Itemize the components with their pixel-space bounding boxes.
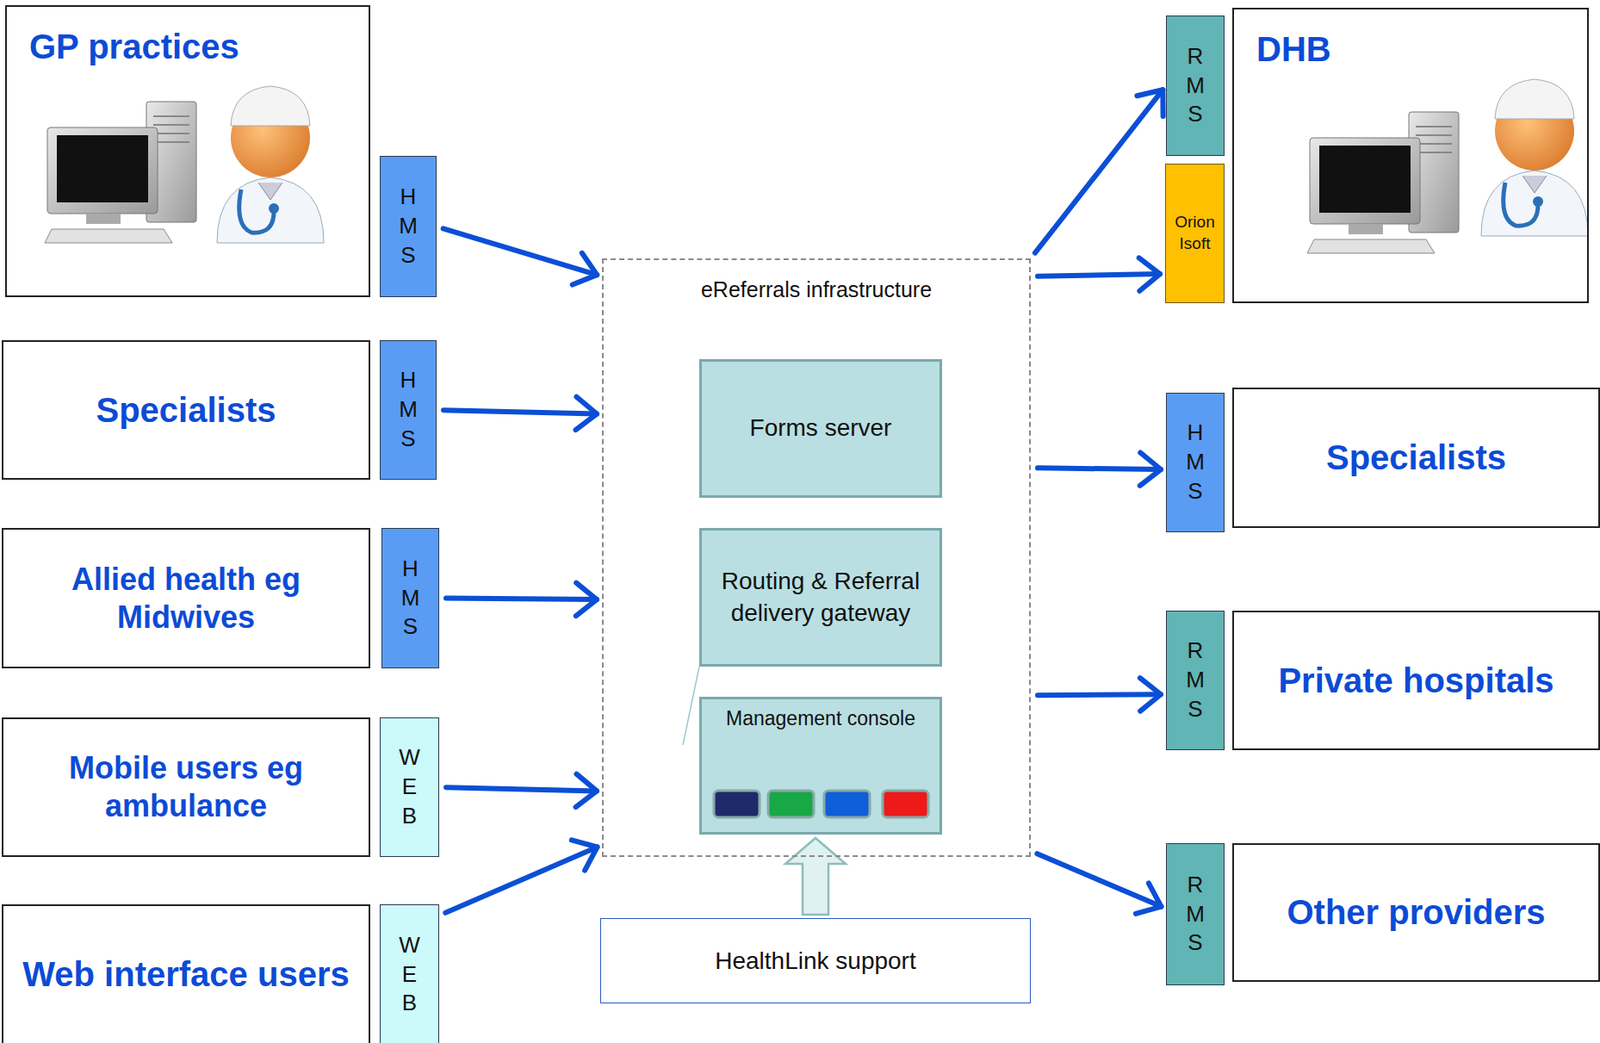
flow-arrow bbox=[446, 582, 597, 616]
destination-box: Specialists bbox=[1232, 387, 1600, 528]
doctor-icon bbox=[217, 86, 324, 243]
destination-box: Other providers bbox=[1232, 843, 1600, 982]
service-box: Forms server bbox=[699, 359, 943, 498]
node-label: GP practices bbox=[29, 25, 240, 68]
source-box: Allied health eg Midwives bbox=[1, 527, 371, 669]
flow-arrow bbox=[443, 396, 597, 430]
source-box: Web interface users bbox=[1, 904, 371, 1043]
interface-tag: HMS bbox=[379, 155, 437, 298]
node-label: HealthLink support bbox=[714, 947, 916, 975]
interface-tag: HMS bbox=[379, 340, 437, 480]
interface-tag: Orion Isoft bbox=[1165, 163, 1225, 304]
node-label: eReferrals infrastructure bbox=[603, 275, 1030, 304]
destination-box: Private hospitals bbox=[1232, 610, 1600, 751]
source-box: GP practices bbox=[5, 5, 371, 298]
support-box: HealthLink support bbox=[600, 917, 1031, 1004]
leader-line bbox=[682, 666, 700, 745]
interface-tag: HMS bbox=[1165, 392, 1225, 533]
node-label: HMS bbox=[1184, 418, 1207, 506]
service-box: Management console bbox=[699, 696, 943, 835]
flow-arrow bbox=[1037, 257, 1160, 291]
node-label: Mobile users eg ambulance bbox=[3, 749, 369, 825]
flow-arrow bbox=[443, 228, 598, 285]
flow-arrow bbox=[445, 839, 597, 912]
interface-tag: RMS bbox=[1165, 610, 1225, 751]
flow-arrow bbox=[1037, 452, 1161, 486]
node-label: HMS bbox=[396, 365, 420, 453]
node-label: Specialists bbox=[1326, 436, 1507, 479]
node-label: DHB bbox=[1256, 28, 1332, 70]
interface-tag: HMS bbox=[381, 527, 440, 669]
interface-tag: WEB bbox=[379, 717, 440, 857]
node-label: Forms server bbox=[743, 412, 900, 444]
flow-arrow bbox=[1036, 853, 1161, 914]
block-arrow bbox=[785, 837, 846, 915]
node-label: HMS bbox=[396, 182, 420, 270]
node-label: Management console bbox=[701, 706, 940, 732]
node-label: Specialists bbox=[95, 389, 276, 432]
node-label: RMS bbox=[1184, 636, 1207, 724]
service-box: Routing & Referral delivery gateway bbox=[699, 527, 943, 667]
flow-arrow bbox=[446, 774, 597, 807]
interface-tag: RMS bbox=[1165, 15, 1225, 156]
node-label: Web interface users bbox=[22, 953, 349, 996]
flow-arrow bbox=[1037, 677, 1161, 711]
node-label: Other providers bbox=[1286, 891, 1545, 934]
node-label: RMS bbox=[1184, 42, 1207, 130]
computer-icon bbox=[44, 101, 197, 243]
node-label: Private hospitals bbox=[1277, 659, 1554, 702]
source-box: Mobile users eg ambulance bbox=[1, 717, 371, 857]
destination-box: DHB bbox=[1232, 7, 1589, 304]
infrastructure-group: eReferrals infrastructureForms serverRou… bbox=[601, 258, 1031, 857]
node-label: RMS bbox=[1184, 870, 1207, 958]
node-label: Allied health eg Midwives bbox=[3, 560, 369, 637]
interface-tag: WEB bbox=[379, 904, 440, 1043]
node-label: Orion Isoft bbox=[1167, 211, 1223, 255]
source-box: Specialists bbox=[1, 340, 371, 480]
flow-arrow bbox=[1035, 89, 1164, 253]
node-label: Routing & Referral delivery gateway bbox=[701, 565, 940, 629]
node-label: WEB bbox=[398, 743, 422, 831]
node-label: WEB bbox=[398, 930, 422, 1018]
node-label: HMS bbox=[399, 554, 422, 642]
interface-tag: RMS bbox=[1165, 843, 1225, 986]
